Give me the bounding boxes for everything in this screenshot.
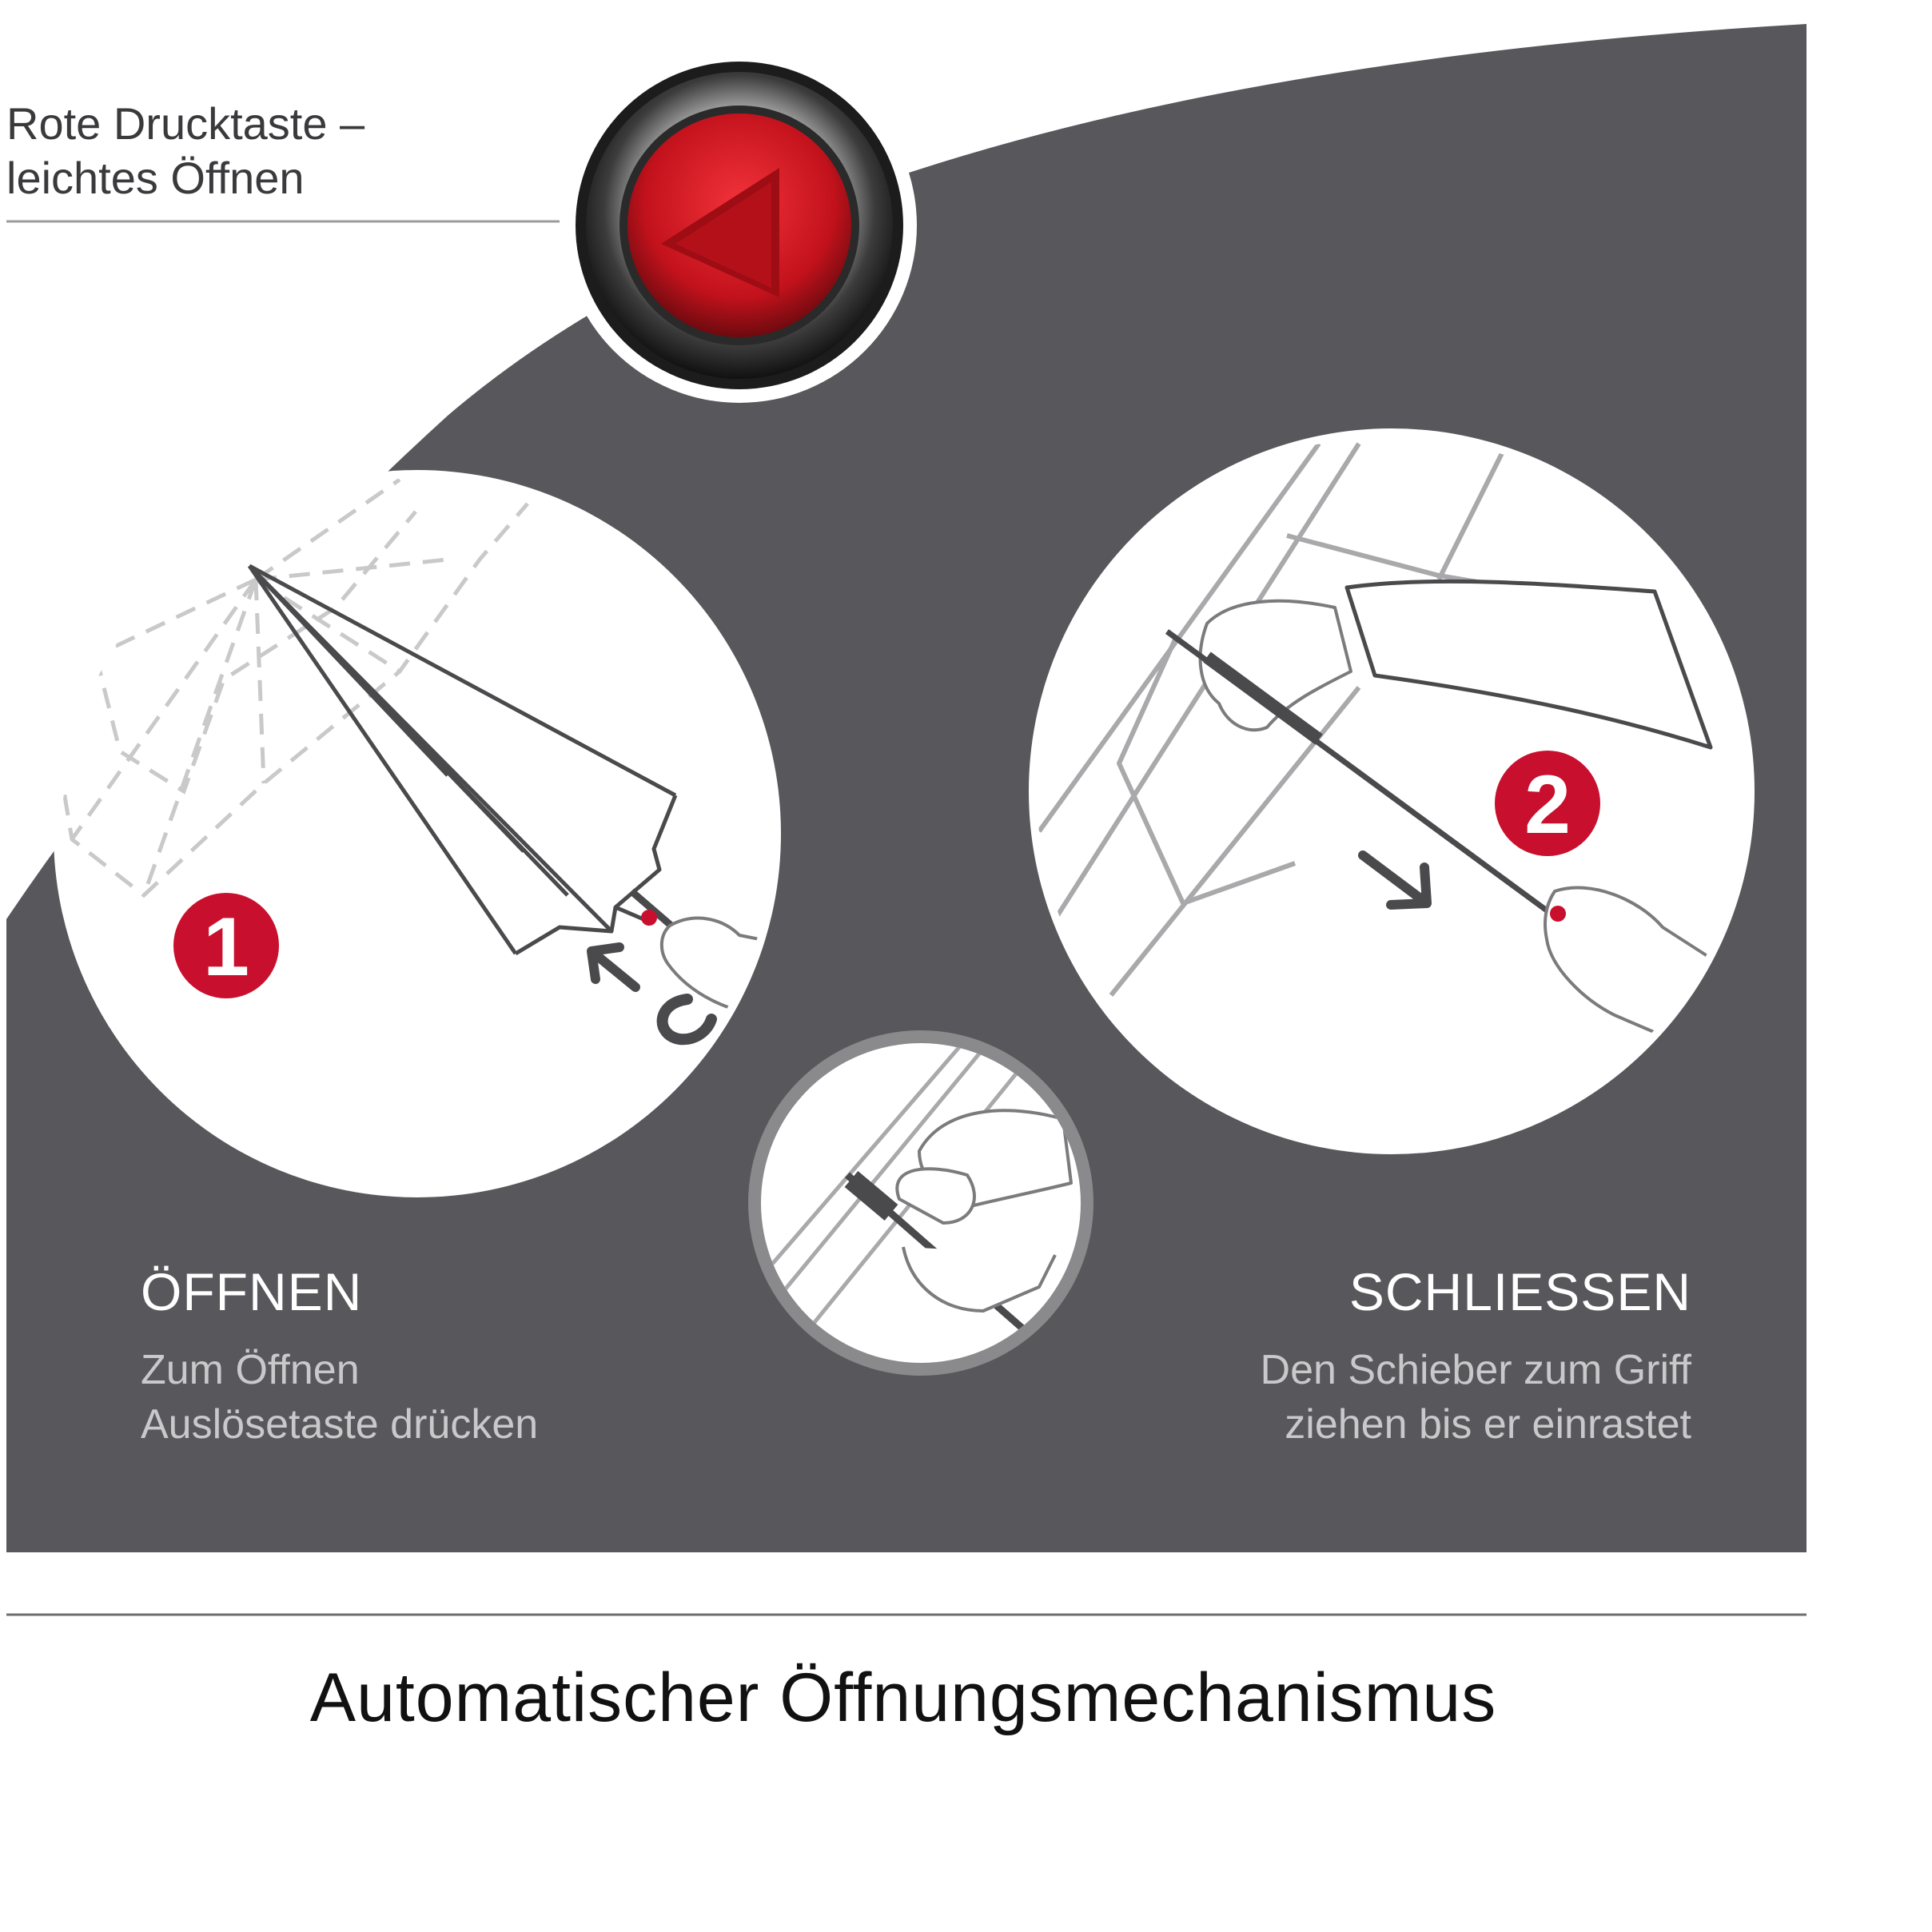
step-1-text-line-2: Auslösetaste drücken [141,1401,539,1448]
step-1-text-line-1: Zum Öffnen [141,1347,360,1393]
svg-text:1: 1 [203,901,249,994]
step-2-text-line-1: Den Schieber zum Griff [1260,1347,1691,1393]
callout-line-2: leichtes Öffnen [6,153,305,203]
step-1-title: ÖFFNEN [141,1262,363,1321]
red-push-button-icon [562,48,917,403]
page-title: Automatischer Öffnungsmechanismus [309,1659,1497,1736]
step-2-text-line-2: ziehen bis er einrastet [1285,1401,1691,1448]
slider-grip-illustration [748,1030,1093,1376]
svg-text:2: 2 [1524,759,1571,851]
umbrella-closing-illustration: 2 [1029,428,1755,1154]
step-2-title: SCHLIESSEN [1348,1262,1691,1321]
callout-line-1: Rote Drucktaste – [6,98,365,149]
